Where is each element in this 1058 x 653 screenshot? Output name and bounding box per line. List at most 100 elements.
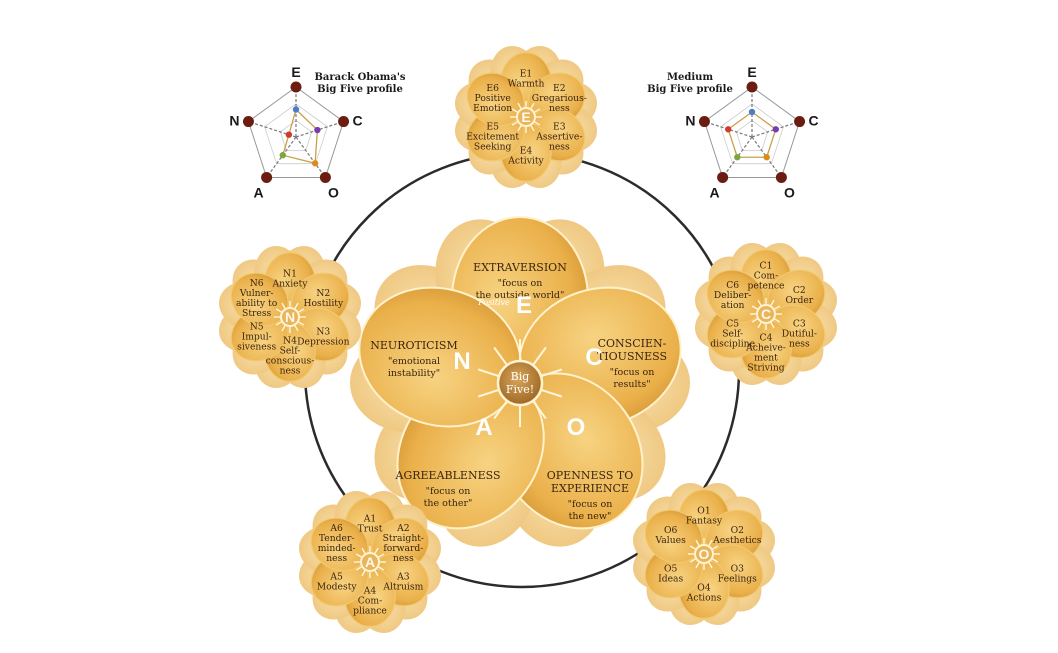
facet-text: C4: [760, 333, 773, 344]
facet-text: E6: [486, 83, 499, 94]
axis-label: N: [229, 113, 239, 129]
hub-text: Five!: [506, 383, 534, 396]
axis-node-O: [319, 171, 331, 183]
axis-label: A: [254, 184, 264, 200]
facet-text: forward-: [383, 543, 423, 554]
facet-text: O2: [731, 525, 744, 536]
profile-title: Medium: [667, 72, 713, 83]
trait-title: TIOUSNESS: [597, 350, 667, 363]
pentagon-guide: [279, 120, 313, 151]
facet-text: ness: [549, 103, 570, 114]
trait-title: EXTRAVERSION: [473, 261, 567, 274]
facet-text: E1: [520, 69, 533, 80]
facet-text: A4: [363, 586, 377, 597]
flower-letter: A: [365, 554, 375, 570]
trait-description: "focus on: [426, 486, 471, 497]
facet-text: conscious-: [266, 356, 315, 367]
trait-description: the other": [424, 498, 473, 509]
facet-text: Striving: [747, 363, 784, 374]
facet-text: ness: [789, 338, 810, 349]
axis-node-E: [746, 81, 758, 93]
facet-text: ment: [754, 353, 778, 364]
facet-text: C6: [726, 280, 739, 291]
facet-text: ness: [280, 366, 301, 377]
facet-text: A2: [396, 523, 409, 534]
facet-text: Com-: [754, 271, 778, 282]
level-dot-N: [285, 131, 293, 138]
facet-text: Emotion: [473, 103, 512, 114]
axis-label: E: [747, 64, 756, 80]
facet-text: O6: [664, 525, 678, 536]
facet-text: Hostility: [304, 298, 344, 309]
flower-letter: N: [285, 309, 295, 325]
facet-text: ation: [721, 300, 745, 311]
facet-text: Self-: [280, 346, 301, 357]
axis-node-E: [290, 81, 302, 93]
facet-text: E3: [553, 121, 566, 132]
level-dot-O: [311, 160, 319, 167]
facet-text: N2: [316, 288, 330, 299]
facet-text: A1: [363, 514, 376, 525]
axis-spoke: [751, 120, 800, 138]
facet-text: ness: [326, 553, 347, 564]
facet-text: Vulner-: [239, 288, 274, 299]
axis-node-C: [794, 116, 806, 128]
facet-text: Fantasy: [686, 516, 723, 527]
trait-letter: O: [567, 414, 586, 441]
facet-text: O3: [731, 563, 745, 574]
facet-text: Self-: [722, 328, 743, 339]
facet-text: Aesthetics: [712, 535, 762, 546]
facet-text: Warmth: [508, 79, 545, 90]
facet-text: Actions: [686, 593, 722, 604]
facet-text: siveness: [237, 341, 276, 352]
big-five-hub: [496, 359, 544, 407]
pentagon-guide: [720, 103, 784, 165]
facet-text: O4: [697, 583, 711, 594]
facet-text: Deliber-: [714, 290, 752, 301]
trait-title: OPENNESS TO: [547, 469, 633, 482]
facet-text: minded-: [318, 543, 356, 554]
level-dot-E: [292, 106, 300, 113]
trait-description: the new": [569, 511, 612, 522]
positive-label: Positive: [477, 298, 510, 307]
facet-text: E5: [486, 121, 499, 132]
facet-text: Positive: [475, 93, 511, 104]
trait-title: AGREEABLENESS: [395, 469, 501, 482]
flower-O: OO1FantasyO2AestheticsO3FeelingsO4Action…: [633, 483, 775, 625]
facet-text: ability to: [236, 298, 278, 309]
axis-spoke: [295, 136, 326, 178]
level-dot-N: [725, 126, 732, 133]
axis-node-C: [338, 116, 350, 128]
facet-text: Activity: [507, 156, 544, 167]
trait-description: the outside world": [476, 290, 565, 301]
flower-hub: [360, 552, 380, 572]
facet-text: Feelings: [718, 573, 757, 584]
facet-text: C2: [793, 285, 806, 296]
axis-label: N: [685, 113, 695, 129]
facet-text: N5: [250, 321, 264, 332]
profile-shape: [727, 111, 777, 158]
flower-letter: O: [699, 546, 710, 562]
facet-text: N3: [316, 326, 330, 337]
axis-node-O: [775, 171, 787, 183]
trait-description: "emotional: [388, 356, 440, 367]
axis-label: C: [352, 113, 362, 129]
axis-node-A: [717, 171, 729, 183]
facet-text: Gregarious-: [532, 93, 587, 104]
facet-text: N4: [283, 336, 297, 347]
profile-title: Big Five profile: [647, 84, 733, 95]
level-dot-C: [314, 126, 321, 134]
facet-text: Depression: [297, 336, 349, 347]
facet-text: Order: [786, 295, 814, 306]
